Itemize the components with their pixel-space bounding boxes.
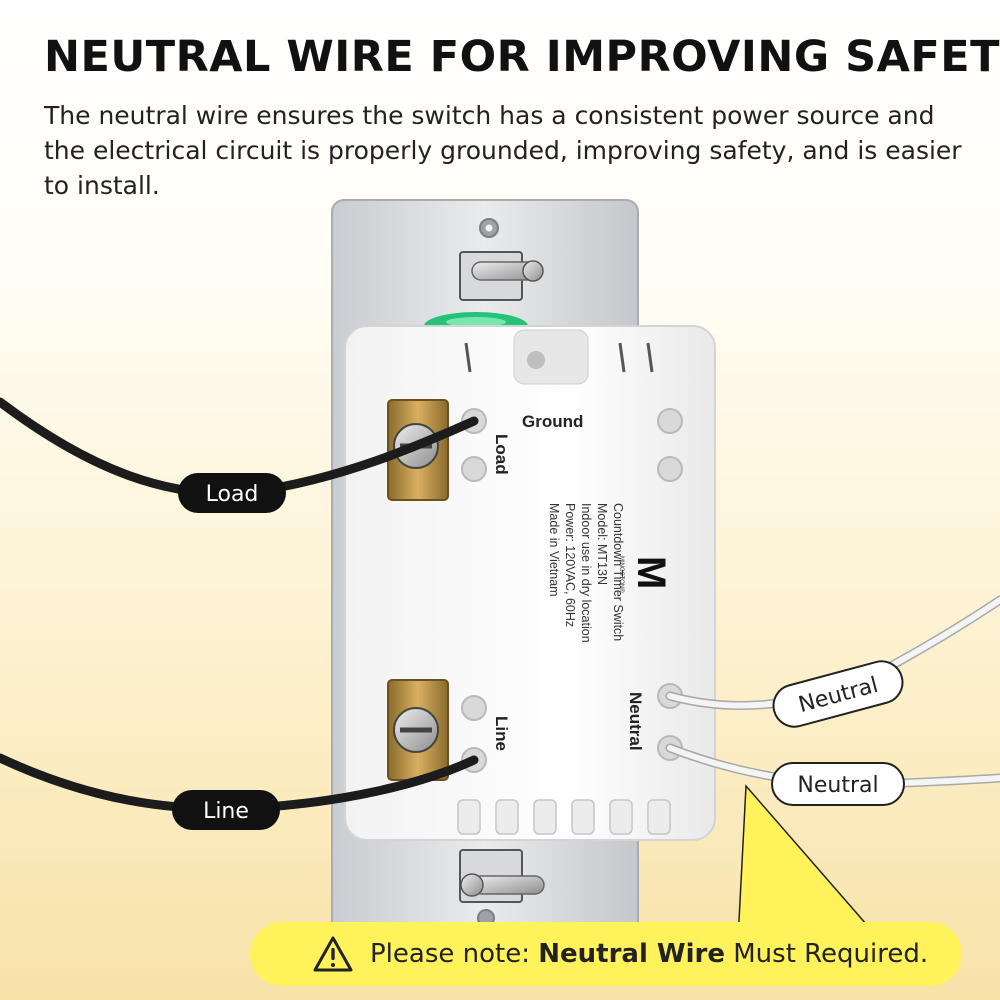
brand-letter: M	[629, 556, 673, 589]
label-line-1: Countdown Timer Switch	[611, 503, 625, 641]
note-callout-pointer	[738, 786, 880, 940]
bottom-vents	[457, 799, 671, 835]
load-wire-tag: Load	[178, 473, 286, 513]
brand-logo: M MINOSTON®	[618, 556, 673, 593]
label-line-4: Power: 120VAC, 60Hz	[563, 503, 577, 627]
line-terminal-label: Line	[492, 716, 511, 751]
load-terminal-label: Load	[492, 434, 511, 475]
warning-icon	[313, 936, 353, 972]
line-wire-tag: Line	[172, 790, 280, 830]
neutral-terminal-label: Neutral	[626, 692, 645, 751]
neutral-wire-tag-upper: Neutral	[772, 660, 904, 728]
line-wire-tag-text: Line	[203, 799, 249, 824]
ground-terminal-label: Ground	[522, 412, 583, 431]
note-text: Please note: Neutral Wire Must Required.	[370, 939, 928, 969]
neutral-wire-tag-lower: Neutral	[771, 762, 905, 806]
product-label: Countdown Timer Switch Model: MT13N Indo…	[547, 503, 625, 643]
bottom-mounting-screw	[459, 849, 545, 903]
note-banner: Please note: Neutral Wire Must Required.	[250, 922, 962, 986]
note-suffix: Must Required.	[724, 939, 929, 969]
note-emphasis: Neutral Wire	[538, 939, 725, 969]
page-description: The neutral wire ensures the switch has …	[44, 101, 962, 200]
page-title: NEUTRAL WIRE FOR IMPROVING SAFETY	[44, 32, 1000, 82]
load-wire-tag-text: Load	[206, 482, 259, 507]
top-mounting-screw	[459, 251, 544, 301]
neutral-wire-tag-lower-text: Neutral	[797, 773, 878, 798]
label-line-5: Made in Vietnam	[547, 503, 561, 597]
note-prefix: Please note:	[370, 939, 539, 969]
brand-name: MINOSTON®	[618, 556, 625, 593]
label-line-3: Indoor use in dry location	[579, 503, 593, 643]
wire-entry-holes	[461, 408, 683, 773]
line-terminal-screw	[387, 679, 449, 781]
label-line-2: Model: MT13N	[595, 503, 609, 585]
